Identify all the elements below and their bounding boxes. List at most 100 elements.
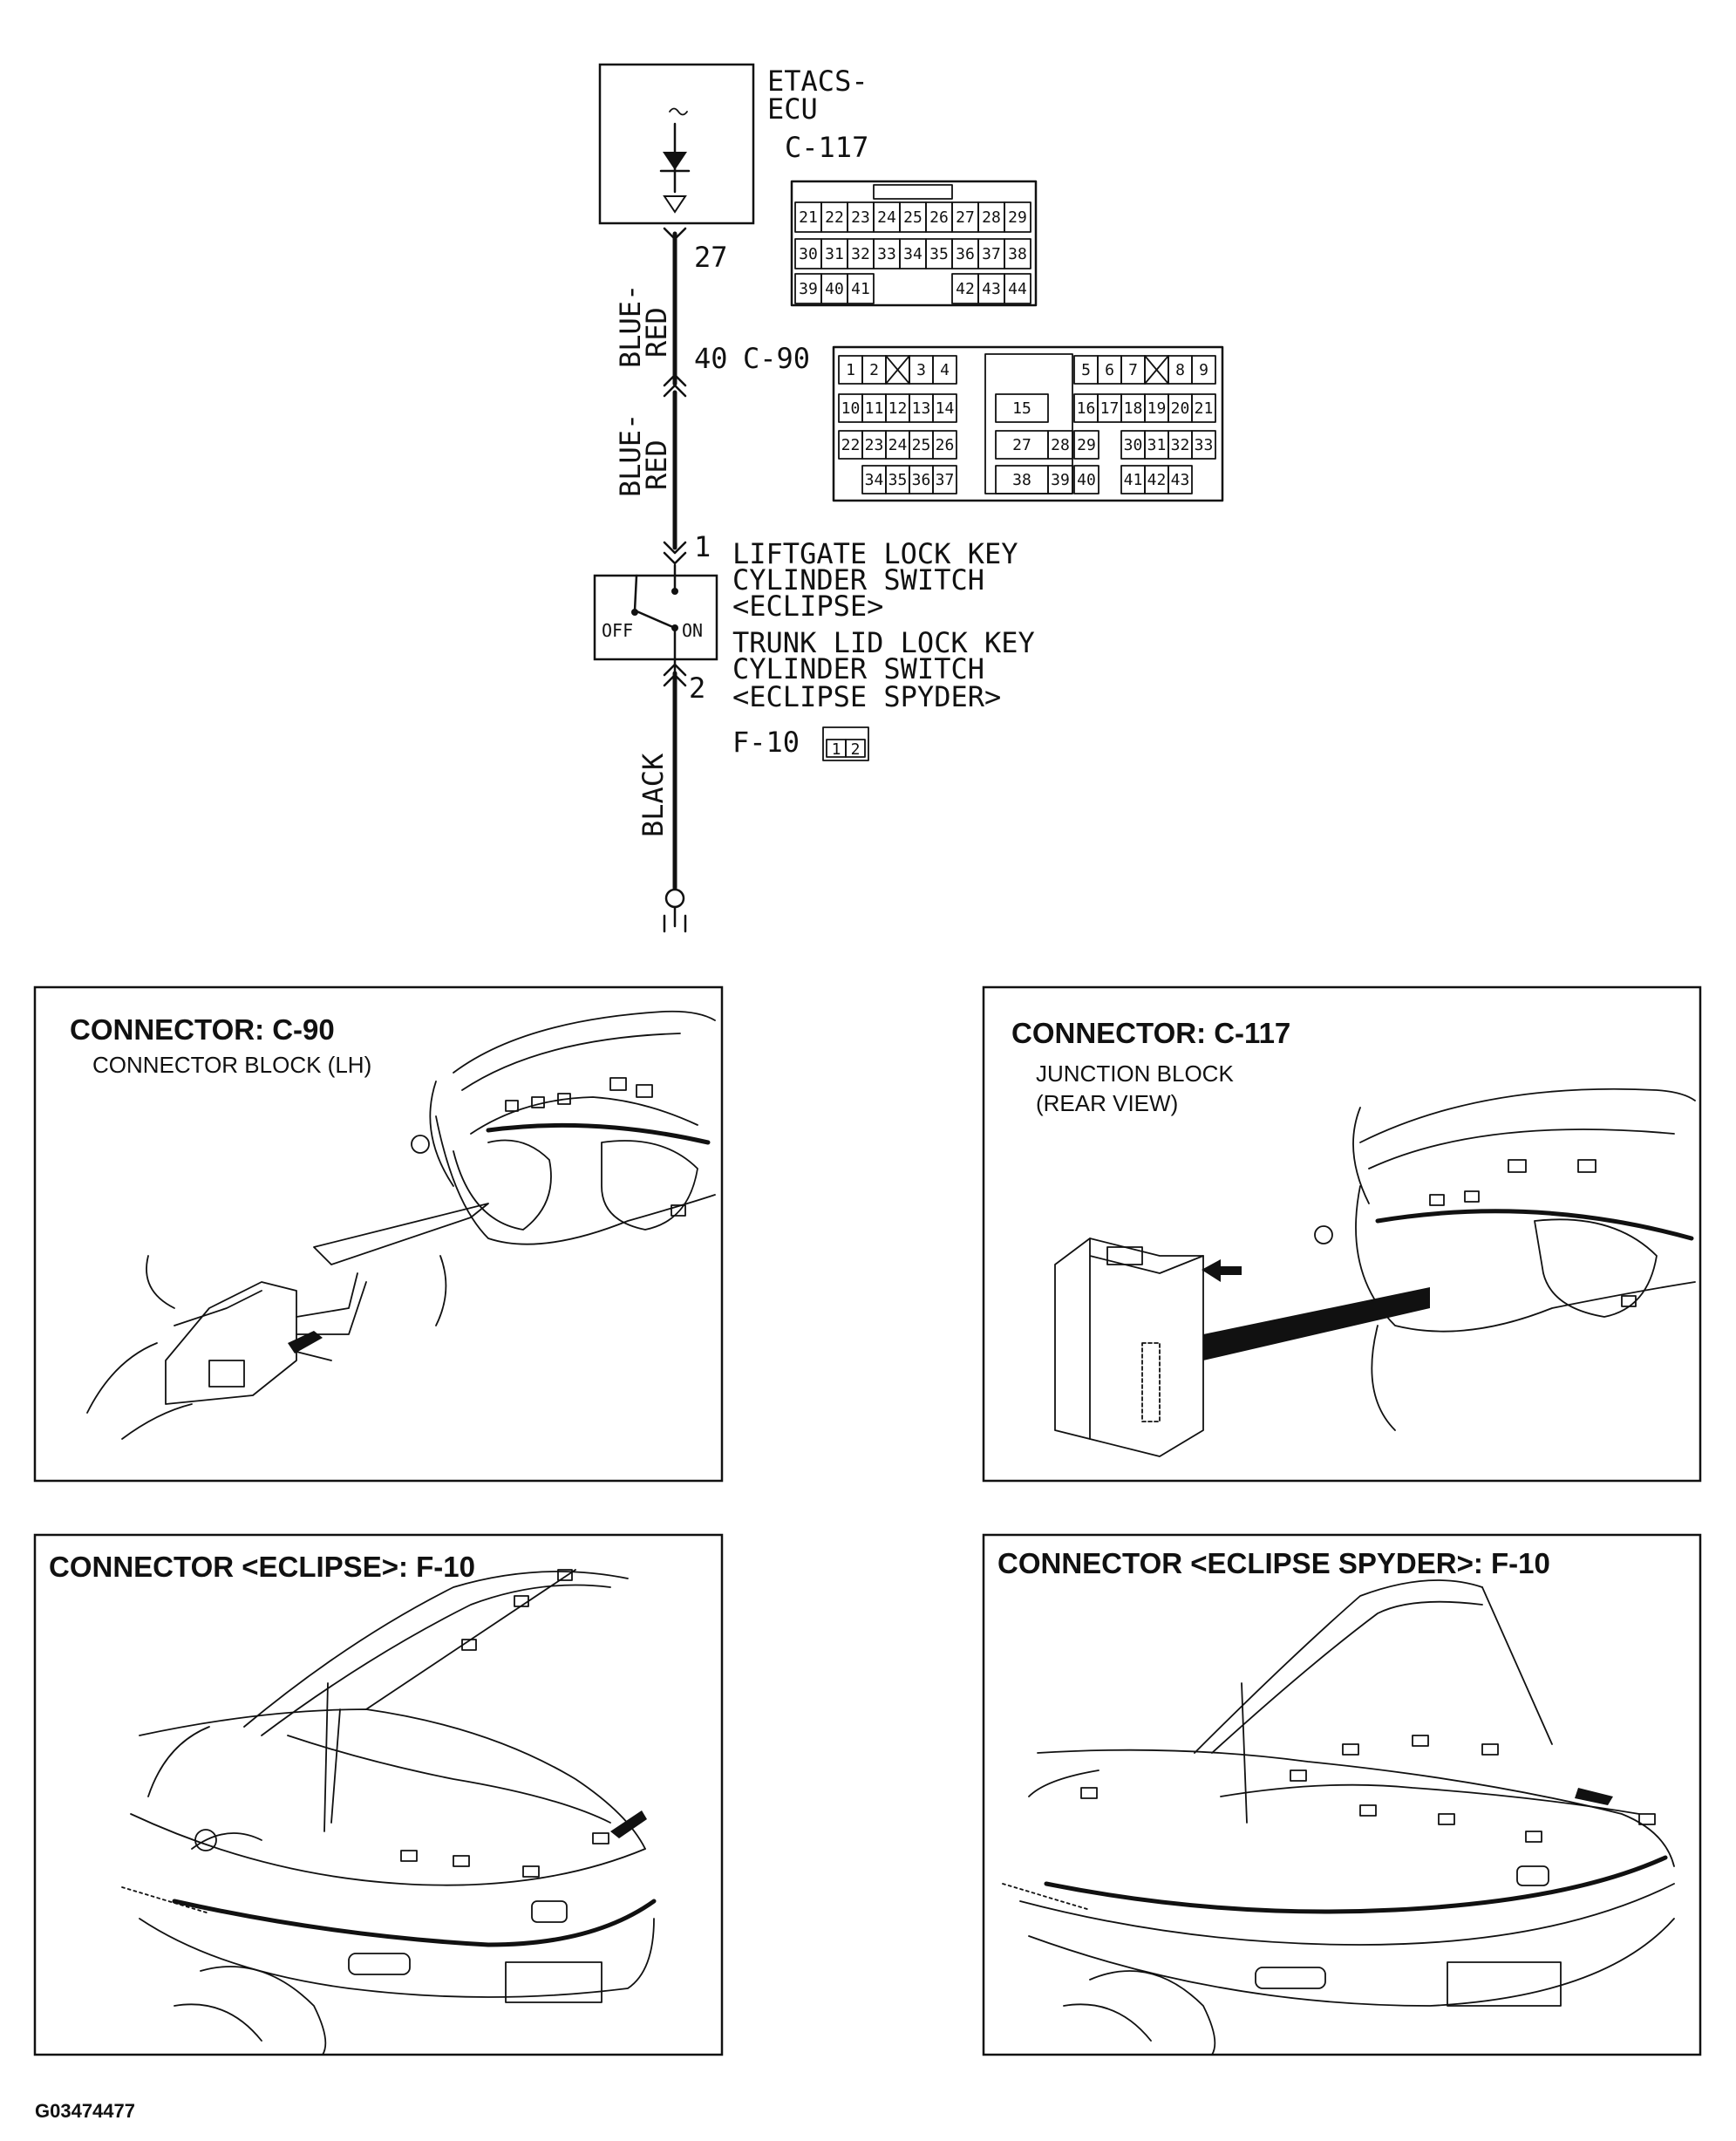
c90-connector-label: C-90 [743,342,810,375]
connector-pin-number: 40 [825,280,844,298]
terminal-40-symbol [663,373,687,398]
connector-pin-cell [1191,355,1216,385]
connector-pin-cell [932,430,957,460]
terminal-27-symbol [663,227,687,241]
figure-id: G03474477 [35,2100,135,2122]
connector-pin-number: 11 [865,399,884,418]
hatchback-illustration [121,1569,657,2056]
switch-on-label: ON [682,620,703,641]
connector-pin-number: 32 [851,245,870,263]
panel-f10-eclipse: CONNECTOR <ECLIPSE>: F-10 [33,1533,724,2056]
panel-c117-subtitle-line2: (REAR VIEW) [1036,1090,1178,1116]
connector-pin-number: 33 [877,245,896,263]
connector-pin-number: 28 [1051,436,1070,454]
connector-pin-number: 39 [1051,471,1070,489]
connector-pin-number: 31 [825,245,844,263]
blank-pin-cross [885,355,910,385]
pin-40-label: 40 [694,342,728,375]
connector-pin-number: 30 [1124,436,1143,454]
connector-pin-number: 34 [903,245,922,263]
switch-spyder-line3: <ECLIPSE SPYDER> [732,680,1001,713]
connector-pin-number: 10 [841,399,861,418]
connector-pin-cell [1168,465,1193,494]
connector-pin-number: 43 [982,280,1001,298]
wire-middle-color-line2: RED [640,440,673,490]
switch-eclipse-line1: LIFTGATE LOCK KEY [732,537,1018,570]
switch-eclipse-line2: CYLINDER SWITCH [732,563,984,597]
connector-pin-number: 2 [869,361,879,379]
connector-pin-number: 23 [865,436,884,454]
ecu-connector-label: C-117 [785,131,868,164]
connector-pin-number: 17 [1100,399,1120,418]
ground-symbol [663,888,687,933]
panel-c90-subtitle: CONNECTOR BLOCK (LH) [92,1052,371,1078]
wire-upper-color-line2: RED [640,307,673,358]
panel-c117: CONNECTOR: C-117 JUNCTION BLOCK (REAR VI… [982,985,1702,1483]
panel-f10-eclipse-frame [33,1533,724,2056]
connector-pin-number: 43 [1171,471,1190,489]
connector-pin-number: 25 [903,208,922,227]
connector-pin-cell [1191,393,1216,423]
connector-pin-number: 29 [1008,208,1027,227]
panel-c90: CONNECTOR: C-90 CONNECTOR BLOCK (LH) [33,985,724,1483]
connector-pin-number: 26 [936,436,955,454]
wire-upper-color-line1: BLUE- [614,284,647,368]
connector-pin-number: 42 [956,280,975,298]
switch-spyder-line1: TRUNK LID LOCK KEY [732,626,1035,659]
wire-lower-color: BLACK [637,753,670,837]
connector-pin-number: 12 [888,399,908,418]
connector-pin-number: 25 [912,436,931,454]
connector-pin-cell [932,465,957,494]
f10-connector-face: 1 2 [822,726,869,761]
connector-pin-number: 35 [929,245,949,263]
panel-f10-spyder-title: CONNECTOR <ECLIPSE SPYDER>: F-10 [997,1547,1550,1579]
connector-pin-cell [932,355,957,385]
connector-pin-number: 19 [1147,399,1167,418]
connector-pin-number: 37 [982,245,1001,263]
switch-box [593,574,718,661]
connector-pin-number: 35 [888,471,908,489]
terminal-2-symbol [663,663,687,687]
connector-pin-number: 13 [912,399,931,418]
blank-pin-cell [885,355,910,385]
ecu-box [598,63,755,225]
connector-pin-cell [1047,465,1073,494]
panel-f10-spyder: CONNECTOR <ECLIPSE SPYDER>: F-10 [982,1533,1702,2056]
connector-pin-number: 29 [1077,436,1096,454]
connector-pin-number: 40 [1077,471,1096,489]
panel-c117-frame [982,985,1702,1483]
schematic: ETACS- ECU C-117 27 BLUE- RED 40 C-90 BL… [593,63,1224,933]
connector-pin-number: 14 [936,399,955,418]
switch-eclipse-line3: <ECLIPSE> [732,590,883,623]
connector-pin-number: 8 [1175,361,1185,379]
connector-pin-number: 28 [982,208,1001,227]
connector-pin-number: 16 [1077,399,1096,418]
terminal-1-symbol [663,541,687,565]
panel-f10-eclipse-title: CONNECTOR <ECLIPSE>: F-10 [49,1551,475,1583]
connector-pin-number: 22 [841,436,861,454]
f10-pin-1: 1 [832,740,841,759]
dashboard-illustration-rear [1054,1088,1696,1457]
connector-pin-number: 39 [799,280,818,298]
wire-middle-color-line1: BLUE- [614,413,647,497]
connector-pin-cell [1004,201,1031,233]
connector-pin-number: 30 [799,245,818,263]
connector-pin-number: 27 [956,208,975,227]
panel-c117-title: CONNECTOR: C-117 [1011,1017,1290,1049]
connector-pin-number: 31 [1147,436,1167,454]
connector-pin-cell [1073,465,1099,494]
f10-connector-label: F-10 [732,726,800,759]
dashboard-illustration-lh [86,1010,716,1440]
switch-spyder-line2: CYLINDER SWITCH [732,652,984,685]
connector-pin-number: 23 [851,208,870,227]
connector-pin-number: 22 [825,208,844,227]
connector-pin-number: 42 [1147,471,1167,489]
connector-pin-number: 33 [1195,436,1214,454]
connector-pin-number: 18 [1124,399,1143,418]
connector-pin-number: 27 [1012,436,1031,454]
connector-pin-cell [1004,273,1031,304]
connector-pin-number: 36 [912,471,931,489]
connector-pin-number: 41 [851,280,870,298]
